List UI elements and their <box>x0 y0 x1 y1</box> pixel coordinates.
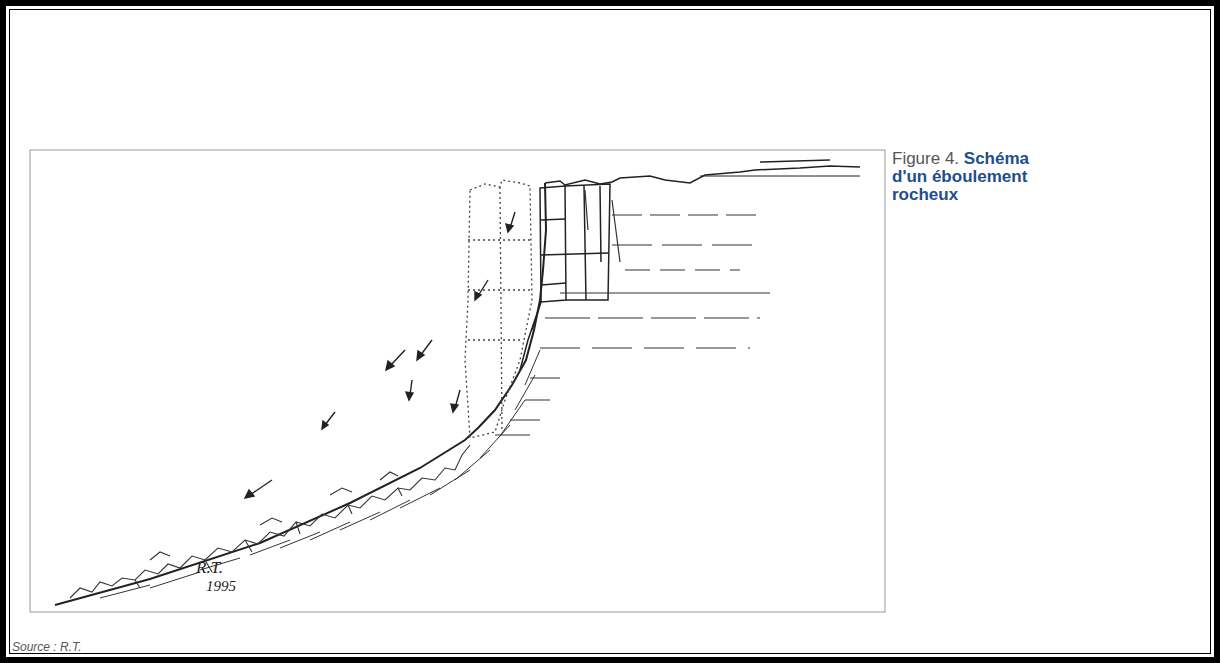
rock-debris <box>70 445 470 598</box>
signature-year: 1995 <box>206 578 236 595</box>
cliff <box>55 160 860 605</box>
former-block-outline <box>465 180 532 438</box>
figure-number: Figure 4. <box>892 149 959 168</box>
signature-initials: R.T. <box>196 558 223 578</box>
figure-caption: Figure 4. Schéma d'un éboulement rocheux <box>892 150 1052 204</box>
slope-hatching <box>100 350 540 598</box>
fall-arrows <box>245 212 515 498</box>
rock-strata <box>495 190 770 435</box>
drawing-border <box>30 150 885 612</box>
source-note: Source : R.T. <box>12 640 82 654</box>
